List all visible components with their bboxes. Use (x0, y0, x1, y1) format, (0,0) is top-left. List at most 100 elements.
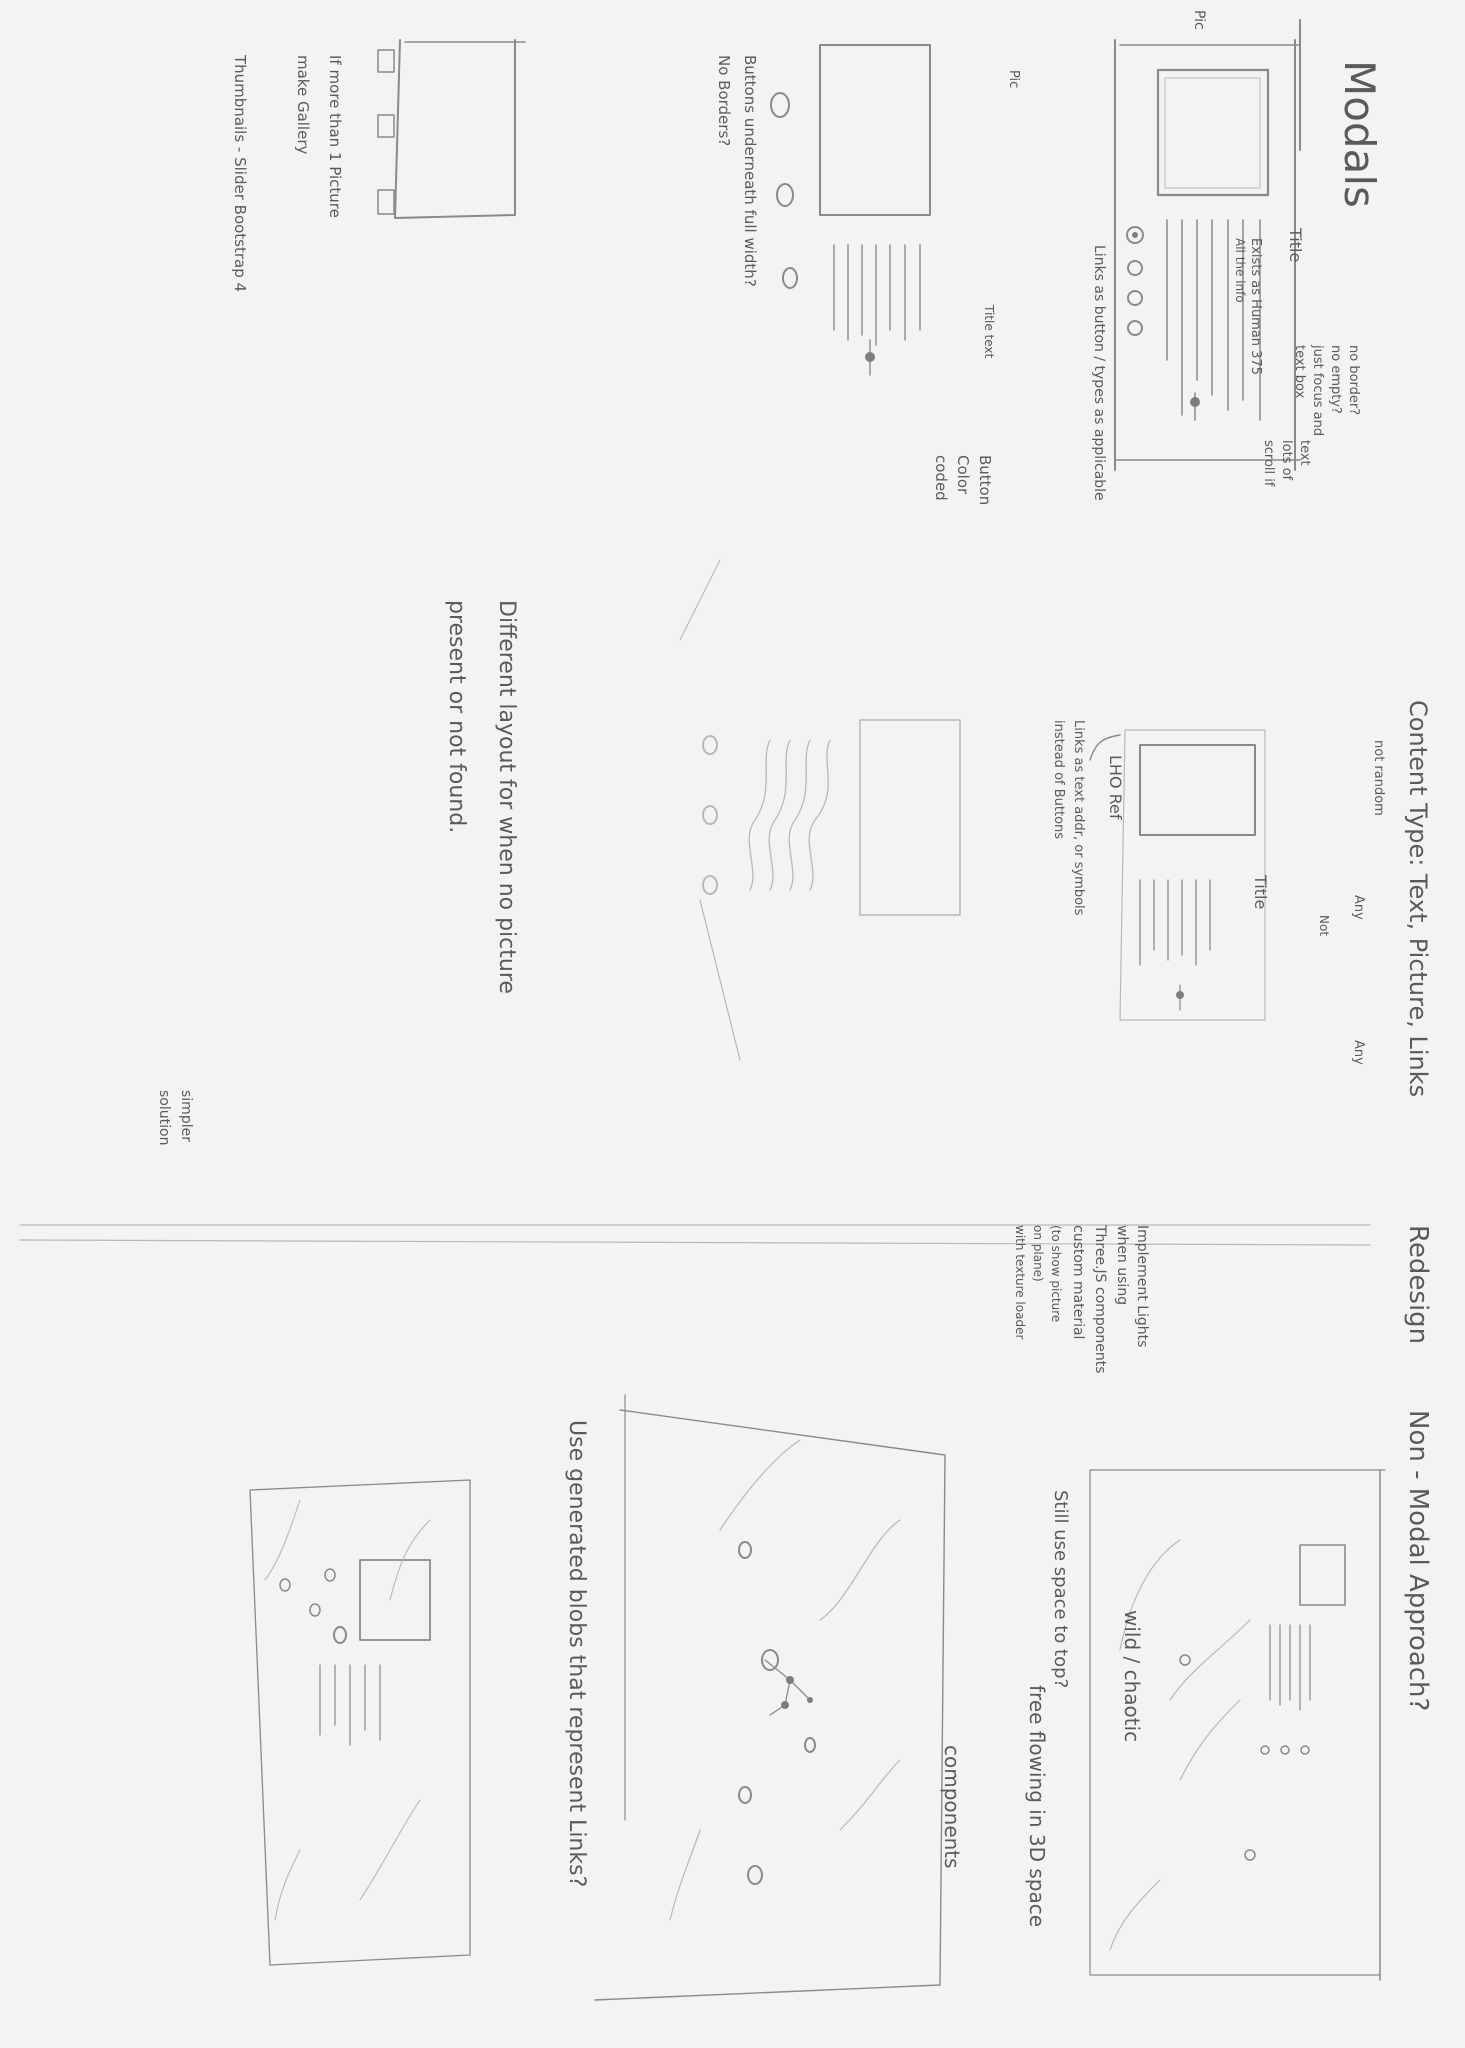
thumbnail-3 (377, 189, 395, 215)
svg-text:Pic: Pic (1191, 10, 1207, 30)
link-button-3 (1127, 290, 1143, 306)
svg-text:components: components (940, 1745, 964, 1869)
non-modal-heading: Non - Modal Approach? (1403, 1410, 1433, 1711)
link-button-1 (1126, 226, 1144, 244)
svg-text:coded: coded (932, 455, 950, 501)
svg-text:text: text (1297, 440, 1312, 466)
thumbnail-2 (377, 114, 395, 138)
svg-text:Redesign: Redesign (1403, 1225, 1433, 1344)
svg-text:wild / chaotic: wild / chaotic (1120, 1610, 1144, 1742)
content-heading: Content Type: Text, Picture, Links (1404, 700, 1432, 1097)
svg-text:Exists as Human 375: Exists as Human 375 (1248, 238, 1263, 375)
svg-text:Links as button / types as app: Links as button / types as applicable (1091, 245, 1107, 501)
content-d-image-label: LHO Ref (1106, 755, 1125, 820)
scroll-thumb (1190, 397, 1200, 407)
link-button-1 (770, 92, 790, 118)
components-note: components (940, 1745, 964, 1869)
svg-text:scroll if: scroll if (1261, 440, 1276, 487)
non-modal-sketch-1 (1089, 1469, 1386, 1981)
svg-text:text box: text box (1292, 345, 1307, 399)
svg-text:Content Type: Text, Picture, L: Content Type: Text, Picture, Links (1404, 700, 1432, 1097)
svg-text:no border?: no border? (1346, 345, 1361, 415)
content-sub-label-4: Not (1317, 915, 1331, 936)
svg-text:not random: not random (1371, 740, 1386, 816)
svg-text:Not: Not (1317, 915, 1331, 936)
modal-sketch-a (1114, 39, 1301, 471)
svg-text:Pic: Pic (1006, 70, 1021, 88)
modal-a-body-line-2: All the info (1233, 238, 1247, 303)
modal-b-title-label: Title text (982, 304, 996, 359)
modal-b-top-label: Pic (1006, 70, 1021, 88)
link-blob (761, 1649, 779, 1671)
picture-placeholder (1139, 744, 1256, 836)
svg-text:Thumbnails - Slider Bootstrap: Thumbnails - Slider Bootstrap 4 (231, 54, 249, 292)
svg-text:Non - Modal Approach?: Non - Modal Approach? (1403, 1410, 1433, 1711)
svg-text:Buttons underneath full width?: Buttons underneath full width? (741, 55, 759, 287)
svg-text:present or not found.: present or not found. (444, 600, 469, 833)
modal-a-body-label: Exists as Human 375 (1248, 238, 1263, 375)
content-sketch-d (1119, 729, 1266, 1021)
svg-text:with texture loader: with texture loader (1013, 1225, 1027, 1339)
svg-text:lots of: lots of (1279, 440, 1294, 481)
link-blob (804, 1737, 816, 1753)
link-button-2 (1127, 260, 1143, 276)
wild-sketch (249, 1479, 471, 1966)
svg-text:If more than 1 Picture: If more than 1 Picture (326, 55, 344, 218)
link-blob (738, 1541, 752, 1559)
faint-sketch (679, 559, 961, 1061)
different-layout-note: Different layout for when no picture pre… (444, 600, 519, 994)
content-sub-label-1: not random (1371, 740, 1386, 816)
content-sub-label-3: Any (1351, 1040, 1366, 1065)
modal-b-button-note: Button Color coded (932, 455, 994, 505)
svg-text:Links as text addr, or symbols: Links as text addr, or symbols (1071, 720, 1086, 916)
modal-a-title-label: Title (1286, 227, 1305, 262)
svg-text:solution: solution (156, 1090, 172, 1145)
svg-text:Any: Any (1351, 1040, 1366, 1065)
svg-text:Title: Title (1286, 227, 1305, 262)
wild-note: wild / chaotic (1120, 1610, 1144, 1742)
link-button-2 (776, 183, 794, 207)
content-d-title-label: Title (1251, 874, 1270, 909)
free-flowing-note: free flowing in 3D space (1025, 1685, 1049, 1927)
modal-b-bottom-note: Buttons underneath full width? No Border… (715, 55, 759, 287)
svg-text:just focus and: just focus and (1310, 344, 1325, 436)
modal-sketch-c (377, 39, 526, 219)
svg-text:when using: when using (1114, 1225, 1130, 1305)
picture-placeholder (819, 44, 931, 216)
modal-c-note: If more than 1 Picture make Gallery Thum… (231, 54, 344, 292)
modal-a-no-border-note: no border? no empty? just focus and text… (1292, 344, 1361, 436)
link-blob (738, 1786, 752, 1804)
generated-blobs-note: Use generated blobs that represent Links… (564, 1420, 589, 1887)
svg-text:Color: Color (954, 455, 972, 495)
picture-placeholder (1299, 1544, 1346, 1606)
link-button-3 (782, 267, 798, 289)
content-d-links-note: Links as text addr, or symbols instead o… (1051, 720, 1086, 916)
link-button-4 (1127, 320, 1143, 336)
picture-placeholder (1156, 68, 1270, 197)
svg-text:make Gallery: make Gallery (294, 55, 312, 154)
content-sub-label-2: Any (1351, 895, 1366, 920)
svg-text:No Borders?: No Borders? (715, 55, 733, 146)
still-use-note: Still use space to top? (1050, 1490, 1071, 1688)
svg-text:Title text: Title text (982, 304, 996, 359)
implement-note: Implement Lights when using Three.JS com… (1013, 1224, 1150, 1374)
picture-placeholder (359, 1559, 431, 1641)
redesign-heading: Redesign (1403, 1225, 1433, 1344)
modals-heading: Modals (1335, 60, 1384, 208)
svg-text:Still use space to top?: Still use space to top? (1050, 1490, 1071, 1688)
svg-text:Use generated blobs that repre: Use generated blobs that represent Links… (564, 1420, 589, 1887)
svg-text:Any: Any (1351, 895, 1366, 920)
text-lines (1139, 879, 1211, 966)
modal-a-scroll-note: scroll if lots of text (1261, 440, 1312, 487)
svg-text:Modals: Modals (1335, 60, 1384, 208)
modal-sketch-b (770, 44, 931, 376)
text-lines (833, 244, 921, 346)
svg-text:Title: Title (1251, 874, 1270, 909)
svg-text:no empty?: no empty? (1328, 345, 1343, 414)
modal-a-links-note: Links as button / types as applicable (1091, 245, 1107, 501)
non-modal-sketch-2 (594, 1394, 946, 2001)
svg-text:LHO Ref: LHO Ref (1106, 755, 1125, 820)
link-blob (747, 1865, 763, 1885)
svg-text:Three.JS components: Three.JS components (1092, 1224, 1108, 1374)
simpler-note: simpler solution (156, 1090, 194, 1145)
